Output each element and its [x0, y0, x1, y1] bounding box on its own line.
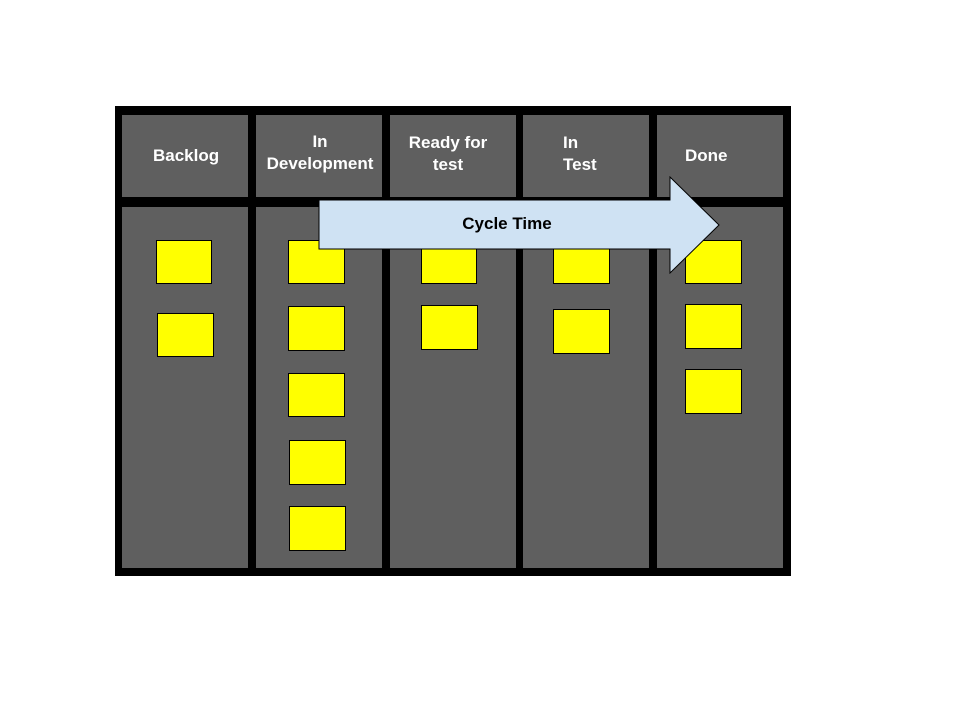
card[interactable]	[289, 440, 346, 485]
column-header-label: Done	[685, 146, 728, 165]
column-header-label: In Development	[266, 132, 374, 173]
column-header-label: In Test	[563, 133, 597, 174]
card[interactable]	[553, 309, 610, 354]
column-header-label: Ready for test	[408, 133, 488, 174]
card[interactable]	[421, 305, 478, 350]
card[interactable]	[156, 240, 212, 284]
card[interactable]	[289, 506, 346, 551]
cycle-time-arrow-shape	[318, 176, 720, 274]
column-header-ready-for-test: Ready for test	[390, 115, 516, 197]
card[interactable]	[685, 369, 742, 414]
column-header-in-test: In Test	[523, 115, 649, 197]
cycle-time-arrow	[318, 176, 720, 274]
cycle-time-label: Cycle Time	[462, 214, 552, 233]
card[interactable]	[288, 306, 345, 351]
card[interactable]	[157, 313, 214, 357]
card[interactable]	[685, 304, 742, 349]
column-header-label: Backlog	[153, 146, 220, 165]
column-header-done: Done	[657, 115, 783, 197]
card[interactable]	[288, 373, 345, 417]
column-header-in-development: In Development	[256, 115, 382, 197]
column-header-backlog: Backlog	[122, 115, 248, 197]
